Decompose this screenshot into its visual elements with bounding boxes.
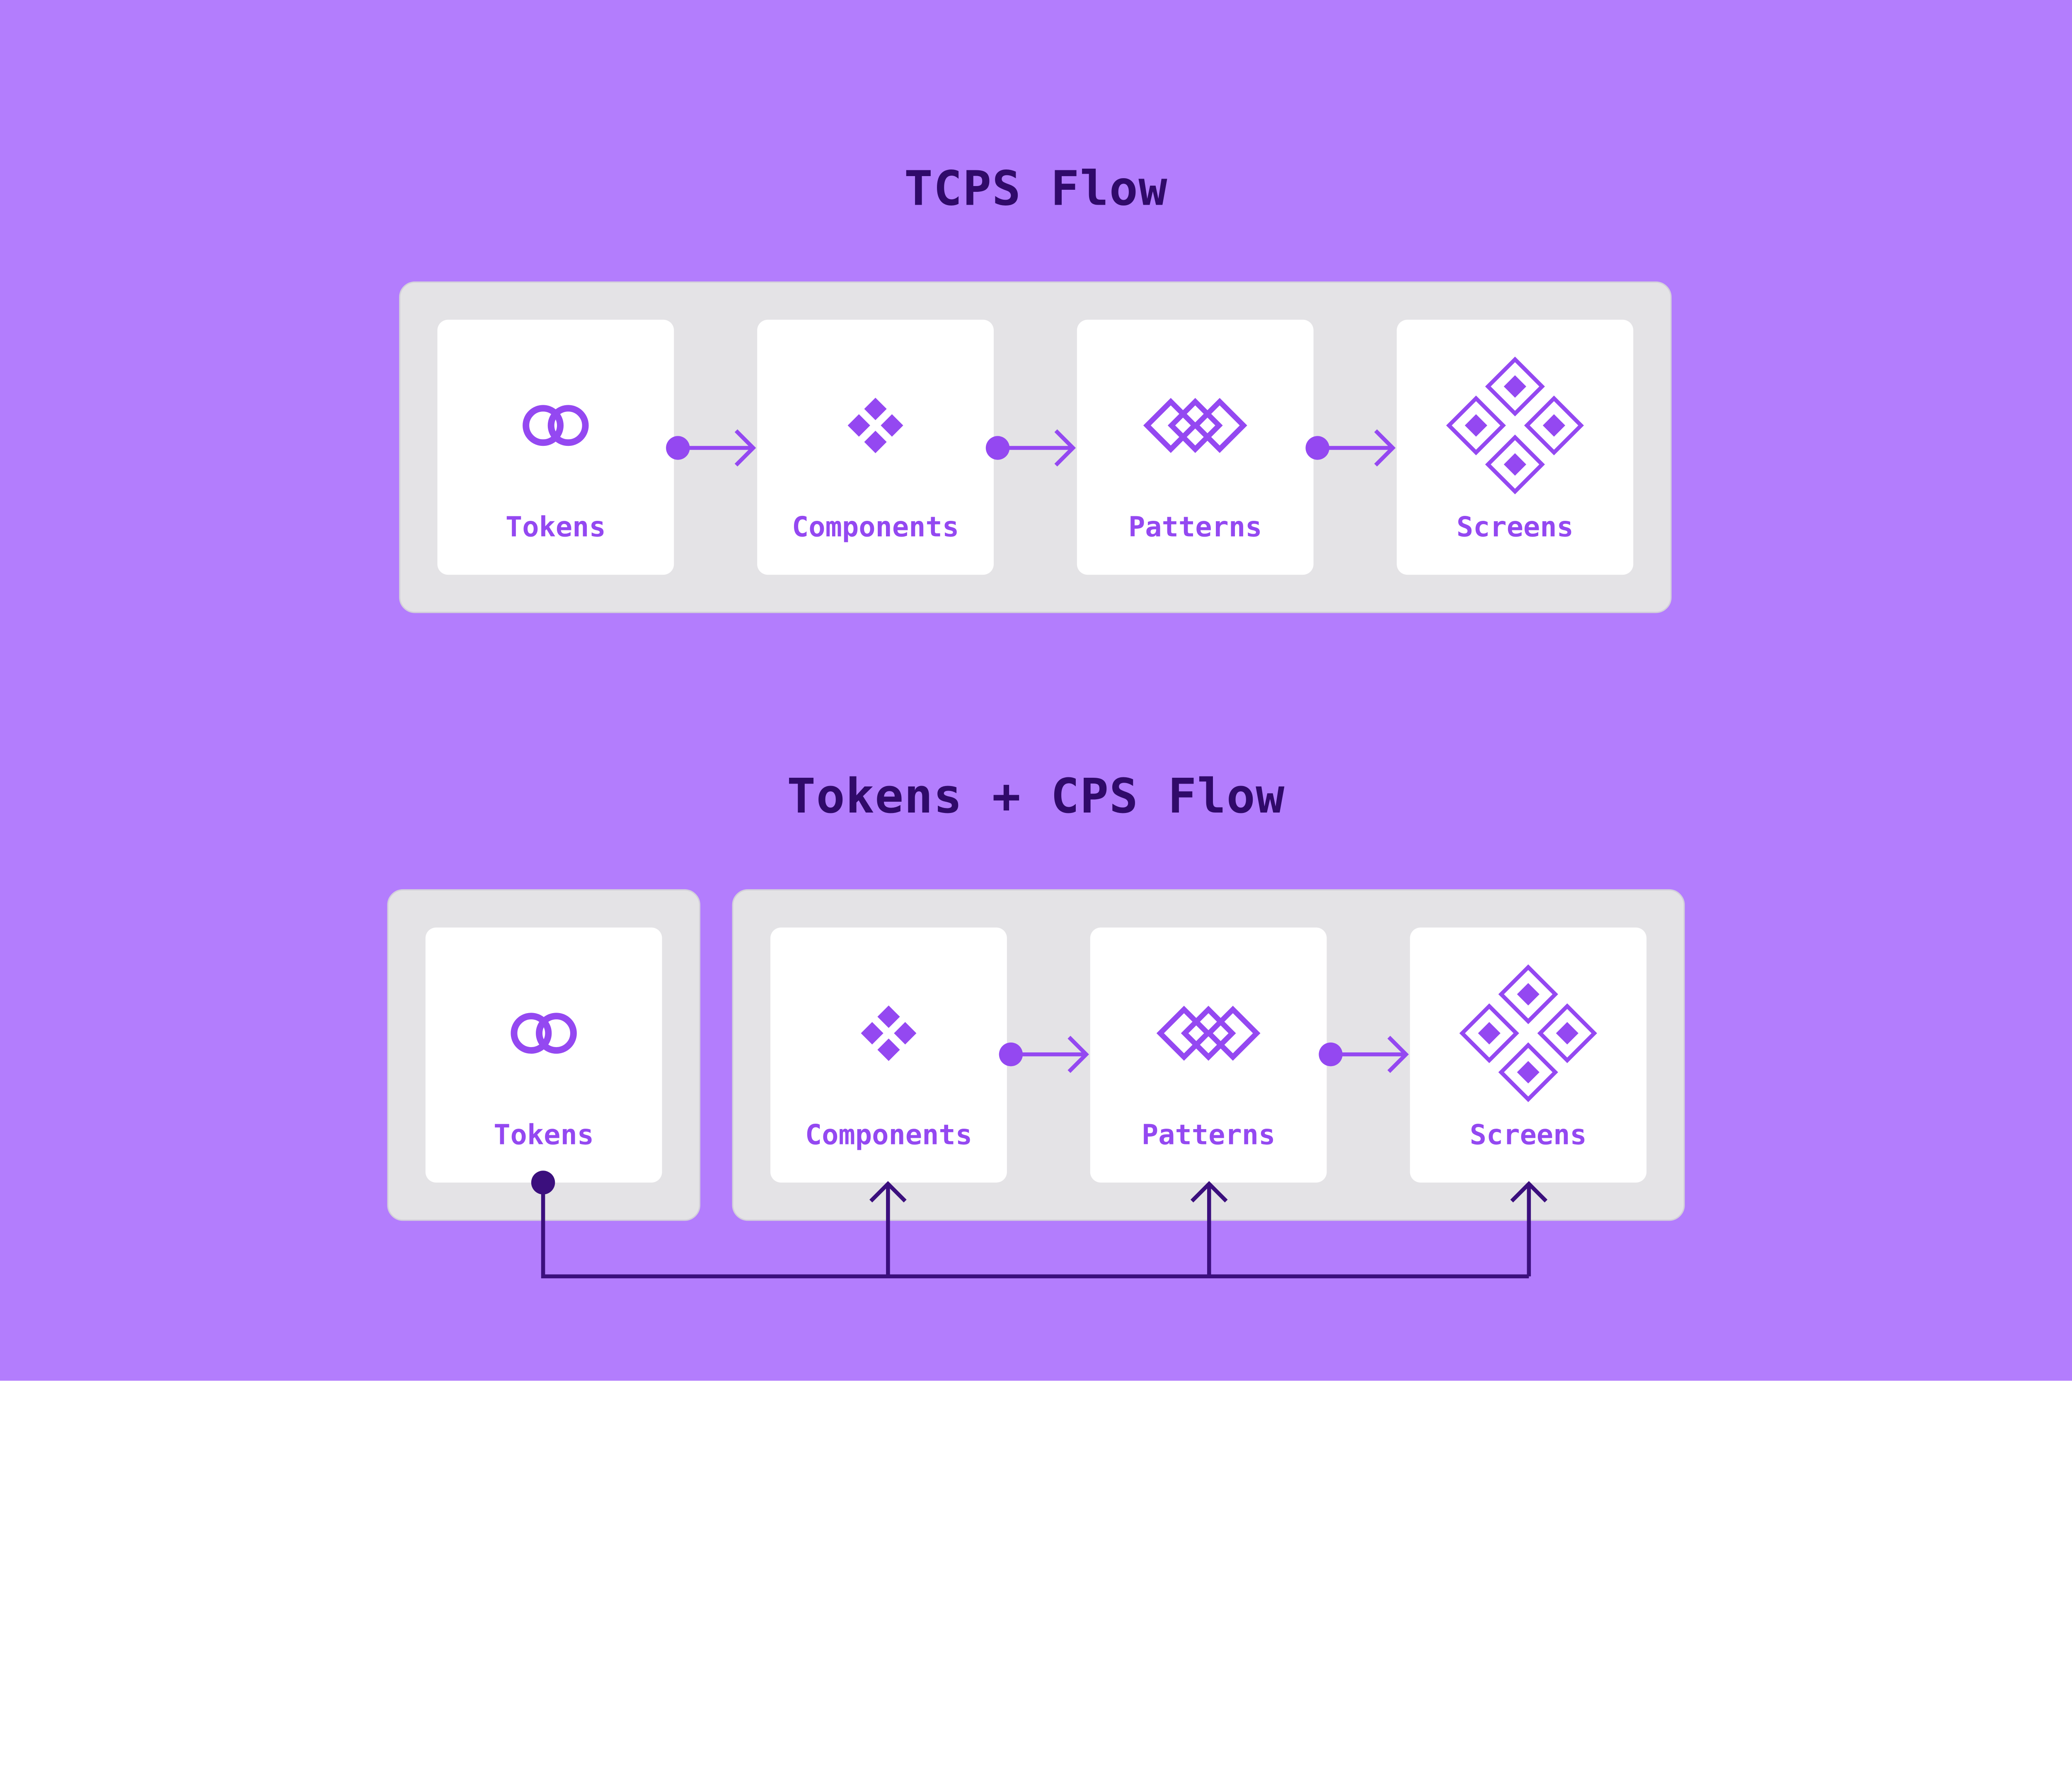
diamond-grid-icon bbox=[1459, 964, 1598, 1102]
card-label: Screens bbox=[1456, 511, 1574, 543]
tcps-flow-title: TCPS Flow bbox=[904, 162, 1168, 217]
diamond-cluster-icon bbox=[861, 1005, 917, 1061]
card-label: Patterns bbox=[1141, 1119, 1276, 1151]
card-label: Patterns bbox=[1128, 511, 1262, 543]
cps-arrows bbox=[531, 1035, 1548, 1279]
tcps-card-components: Components bbox=[757, 319, 994, 575]
arrow-patterns-to-screens bbox=[1305, 429, 1396, 467]
arrow-components-to-patterns bbox=[985, 429, 1076, 467]
tcps-card-patterns: Patterns bbox=[1077, 319, 1314, 575]
cps-card-components: Components bbox=[770, 927, 1007, 1183]
card-label: Components bbox=[792, 511, 959, 543]
card-label: Tokens bbox=[505, 511, 606, 543]
tcps-card-tokens: Tokens bbox=[437, 319, 674, 575]
linked-rings-icon bbox=[523, 405, 589, 446]
card-label: Screens bbox=[1469, 1119, 1587, 1151]
diamond-cluster-icon bbox=[847, 397, 903, 453]
card-label: Components bbox=[805, 1119, 973, 1151]
linked-rings-icon bbox=[511, 1013, 577, 1054]
arrow-components-to-patterns bbox=[999, 1035, 1089, 1073]
cps-card-tokens: Tokens bbox=[425, 927, 662, 1183]
arrow-tokens-to-components bbox=[666, 429, 756, 467]
tokens-cps-flow-title: Tokens + CPS Flow bbox=[787, 770, 1285, 825]
cps-card-patterns: Patterns bbox=[1090, 927, 1327, 1183]
diamond-grid-icon bbox=[1446, 356, 1584, 494]
interlocked-diamonds-icon bbox=[1156, 1006, 1261, 1061]
tcps-card-screens: Screens bbox=[1397, 319, 1634, 575]
cps-card-screens: Screens bbox=[1410, 927, 1647, 1183]
tcps-arrows bbox=[666, 429, 1396, 467]
arrow-patterns-to-screens bbox=[1319, 1035, 1409, 1073]
card-label: Tokens bbox=[494, 1119, 594, 1151]
interlocked-diamonds-icon bbox=[1143, 398, 1247, 453]
tokens-feed-connector bbox=[531, 1171, 1548, 1279]
